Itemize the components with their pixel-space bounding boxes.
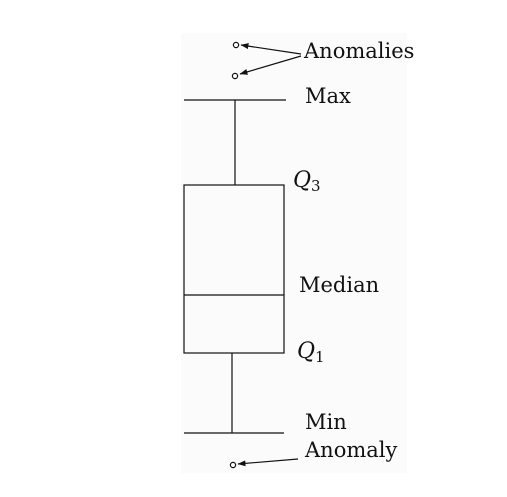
upper-anomaly-point xyxy=(231,72,239,80)
anomalies-label: Anomalies xyxy=(303,39,414,63)
upper-anomaly-point xyxy=(232,41,240,49)
q3-letter: Q xyxy=(293,168,311,193)
q1-label: Q1 xyxy=(297,339,325,366)
interquartile-box xyxy=(183,184,285,354)
anomalies-arrow xyxy=(239,55,302,75)
min-label: Min xyxy=(305,410,347,434)
q1-subscript: 1 xyxy=(315,348,325,366)
anomaly-label: Anomaly xyxy=(304,438,397,462)
q3-subscript: 3 xyxy=(311,177,321,195)
median-label: Median xyxy=(299,273,379,297)
diagram-panel xyxy=(181,33,407,473)
anomalies-arrow xyxy=(240,43,302,55)
q3-label: Q3 xyxy=(293,168,321,195)
lower-anomaly-point xyxy=(229,461,237,469)
max-label: Max xyxy=(305,84,351,108)
q1-letter: Q xyxy=(297,339,315,364)
anomaly-arrow xyxy=(237,458,299,467)
